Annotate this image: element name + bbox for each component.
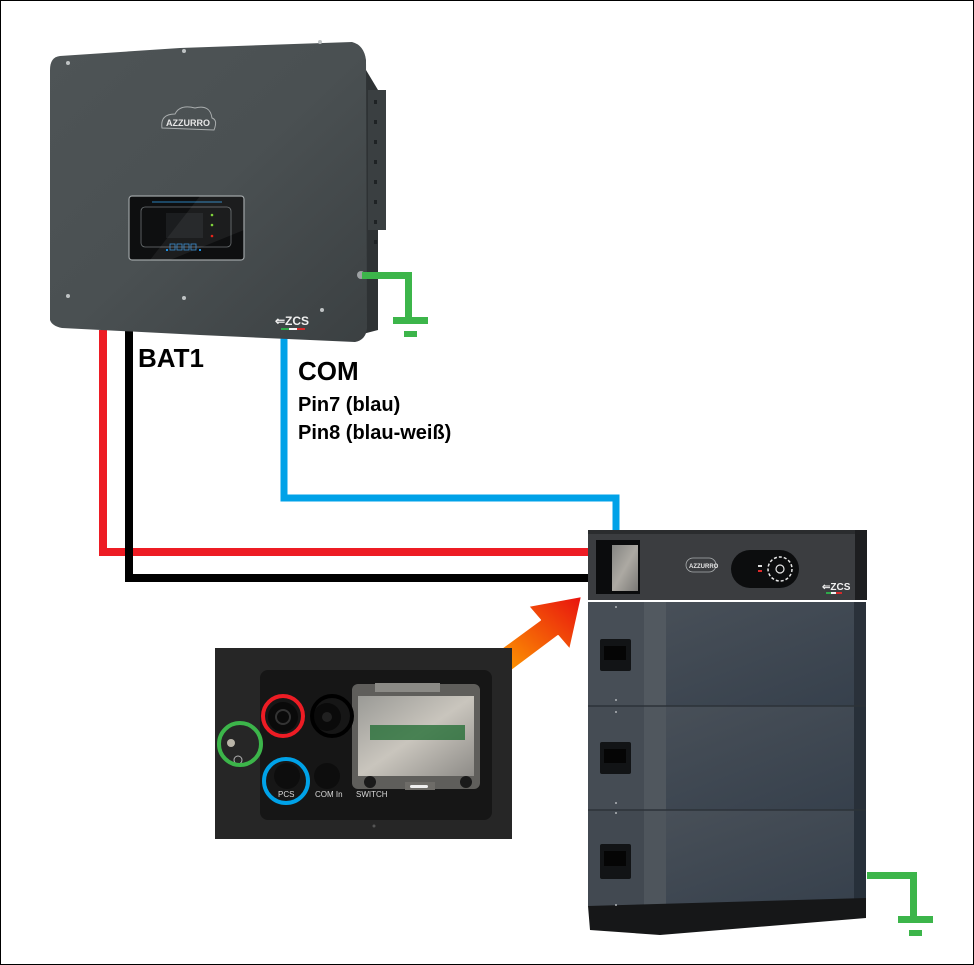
battery-display — [731, 550, 799, 588]
led-off-grid — [210, 223, 214, 227]
ground-icon-inverter — [362, 272, 428, 337]
com-label: COM — [298, 356, 359, 386]
battery-azzurro-logo: AZZURRO — [685, 557, 719, 573]
led-on-grid — [210, 213, 214, 217]
zcs-logo: ⇐ZCS — [275, 314, 309, 330]
ground-icon-battery — [867, 872, 933, 936]
pcs-port-highlight — [262, 757, 310, 805]
battery-stack: AZZURRO ⇐ZCS — [588, 530, 867, 935]
svg-text:⇐ZCS: ⇐ZCS — [275, 314, 309, 328]
bat1-label: BAT1 — [138, 343, 204, 373]
ground-terminal-highlight — [217, 721, 263, 767]
port-label-com-in: COM In — [315, 790, 343, 799]
battery-module-1 — [588, 602, 866, 706]
positive-terminal-highlight — [261, 694, 305, 738]
dc-breaker-box — [352, 683, 480, 790]
pin7-label: Pin7 (blau) — [298, 394, 401, 416]
battery-module-2 — [588, 705, 866, 810]
azzurro-logo: AZZURRO — [161, 106, 217, 131]
hybrid-inverter: AZZURRO ⇐ZCS — [50, 40, 386, 342]
led-alarm — [210, 234, 214, 238]
port-label-switch: SWITCH — [356, 790, 388, 799]
svg-text:AZZURRO: AZZURRO — [166, 118, 210, 128]
inverter-display — [128, 195, 245, 261]
pin8-label: Pin8 (blau-weiß) — [298, 422, 452, 444]
negative-terminal-highlight — [310, 694, 354, 738]
wire-communication — [280, 338, 620, 548]
svg-text:AZZURRO: AZZURRO — [689, 564, 719, 570]
port-label-pcs: PCS — [278, 790, 294, 799]
battery-module-3 — [588, 809, 866, 906]
wire-battery-negative — [125, 330, 598, 582]
battery-zcs-logo: ⇐ZCS — [822, 582, 851, 594]
connection-panel-photo: PCS COM In SWITCH — [215, 648, 512, 839]
svg-text:⇐ZCS: ⇐ZCS — [822, 582, 851, 593]
wire-battery-positive — [99, 330, 598, 556]
